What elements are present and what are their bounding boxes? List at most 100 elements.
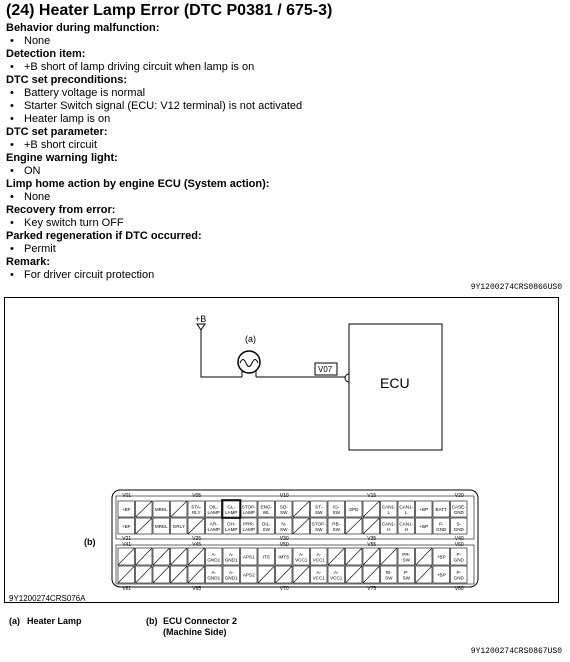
pin-label: P- [456,552,461,557]
pin-number-label: V10 [280,493,289,499]
pin-label: SW [403,575,411,580]
pin-cell [432,517,450,535]
pin-label: GND1 [207,575,220,580]
connector-outline [111,489,479,588]
pin-label: H [405,527,408,532]
pin-label: CAN1- [382,521,396,526]
unused-pin-slash [187,547,205,566]
pin-cell [380,500,398,518]
pin-cell [397,500,415,518]
section-heading-parameter: DTC set parameter: [6,126,108,138]
unused-pin-slash [170,547,188,566]
unused-pin-slash [362,517,380,535]
pin-label: SW [280,527,288,532]
pin-cell [205,547,223,566]
legend-b-text-1: ECU Connector 2 [163,616,238,626]
pin-label: A- [316,570,321,575]
unused-pin-slash [345,517,363,535]
pin-label: A- [229,570,234,575]
wire-supply [200,330,238,378]
unused-pin-slash [135,517,153,535]
pin-label: H [387,527,390,532]
pin-cell [327,517,345,535]
pin-label: IMTS [278,555,289,560]
pin-number-label: V15 [367,493,376,499]
pin-label: CASE- [452,504,467,509]
pin-number-label: V20 [455,493,464,499]
pin-cell [257,517,275,535]
pin-label: SW [263,527,271,532]
pin-label: A- [211,570,216,575]
unused-pin-slash [257,565,275,584]
unused-pin-slash [275,565,293,584]
unused-pin-slash [292,565,310,584]
pin-label: L [387,510,390,515]
pin-label: SPD [349,507,359,512]
pin-cell [310,500,328,518]
list-item: Permit [10,243,56,255]
pin-label: SW [315,527,323,532]
pin-cell [292,547,310,566]
pin-label: MREL [155,507,168,512]
pin-label: S- [456,521,461,526]
pin-label: GND [436,527,447,532]
legend-b-key: (b) [146,616,158,626]
pin-number-label: V35 [367,536,376,542]
pin-cell [345,500,363,518]
section-heading-limp-home: Limp home action by engine ECU (System a… [6,178,270,190]
pin-label: ENG- [261,504,273,509]
pin-label: PR- [402,552,410,557]
pin-cell [257,500,275,518]
unused-pin-slash [415,565,433,584]
pin-label: SW [385,575,393,580]
unused-pin-slash [362,500,380,518]
pin-label: +BP [419,507,428,512]
pin-label: ITS [263,555,270,560]
pin-cell [380,517,398,535]
pin-cell [205,565,223,584]
pin-label: RI- [386,570,393,575]
pin-number-label: V55 [367,542,376,548]
unused-pin-slash [135,500,153,518]
pin-number-label: V40 [455,536,464,542]
pin-label: L [405,510,408,515]
pin-cell [397,565,415,584]
pin-label: GND [454,527,465,532]
pin-cell [310,547,328,566]
pin-cell [450,500,468,518]
pin-cell [397,547,415,566]
unused-pin-slash [135,547,153,566]
pin-label: APS2 [243,573,255,578]
reference-code-bottom: 9Y1200274CRS0867US0 [470,647,562,656]
supply-arrow-icon [196,323,206,331]
pin-label: VCC1 [313,575,326,580]
pin-label: SW [315,510,323,515]
pin-number-label: V25 [192,536,201,542]
list-item: Key switch turn OFF [10,217,124,229]
section-heading-remark: Remark: [6,256,51,268]
pin-cell [450,565,468,584]
legend-b-text-2: (Machine Side) [163,627,227,637]
lamp-callout: (a) [245,334,256,344]
unused-pin-slash [187,565,205,584]
pin-number-label: V70 [280,586,289,592]
pin-cell [397,517,415,535]
legend-a-key: (a) [9,616,20,626]
reference-code: 9Y1200274CRS0866US0 [470,283,562,292]
section-heading-preconditions: DTC set preconditions: [6,74,128,86]
pin-cell [432,500,450,518]
unused-pin-slash [415,547,433,566]
pin-label: SW [333,510,341,515]
section-heading-recovery: Recovery from error: [6,204,116,216]
pin-cell [222,547,240,566]
pin-label: A- [211,552,216,557]
pin-cell [310,565,328,584]
list-item: +B short of lamp driving circuit when la… [10,61,254,73]
pin-cell [187,500,205,518]
pin-label: GND [454,575,465,580]
pin-label: ST- [315,504,323,509]
unused-pin-slash [362,547,380,566]
pin-label: RLY [192,510,201,515]
ecu-label: ECU [380,375,410,391]
